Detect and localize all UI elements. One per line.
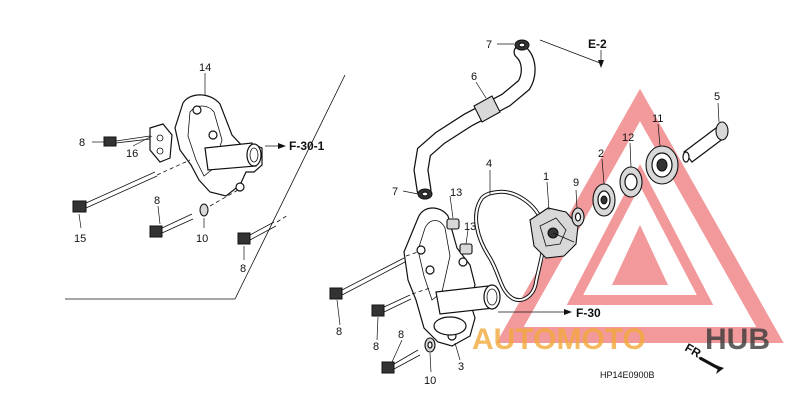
callout-10: 10 xyxy=(196,233,208,245)
svg-text:AUTOMOTO: AUTOMOTO xyxy=(472,323,646,356)
water-pump-cover-3 xyxy=(403,207,501,347)
hose-clamp-7-bottom xyxy=(417,188,433,200)
callout-2: 2 xyxy=(598,148,604,160)
callout-8: 8 xyxy=(240,263,246,275)
pump-shaft-5 xyxy=(682,121,729,163)
callout-8: 8 xyxy=(336,326,342,338)
callout-10: 10 xyxy=(424,375,436,387)
callout-9: 9 xyxy=(573,177,579,189)
callout-6: 6 xyxy=(471,71,477,83)
o-ring-gasket-4 xyxy=(474,189,547,302)
callout-13: 13 xyxy=(450,187,462,199)
watermark-text: AUTOMOTO HUB xyxy=(472,323,770,356)
bolt-15-long xyxy=(72,171,158,213)
diagram-code: HP14E0900B xyxy=(600,370,655,380)
bolt-8-lower-3 xyxy=(381,349,421,374)
bolt-8-lower-left xyxy=(237,221,277,245)
callout-1: 1 xyxy=(543,171,549,183)
callout-8: 8 xyxy=(154,195,160,207)
impeller-1 xyxy=(529,207,579,259)
upper-cover-assembly xyxy=(72,94,289,245)
callout-16: 16 xyxy=(126,148,138,160)
callout-7: 7 xyxy=(392,186,398,198)
mechanical-seal-2 xyxy=(592,183,616,217)
bearing-11 xyxy=(645,145,679,185)
callout-7: 7 xyxy=(486,39,492,51)
svg-text:HUB: HUB xyxy=(705,323,770,356)
hose-clamp-7-top xyxy=(514,39,530,51)
group-border xyxy=(65,74,346,300)
callout-14: 14 xyxy=(199,62,211,74)
callout-numbers: 14 8 16 8 10 15 8 7 6 7 13 13 4 1 9 2 12… xyxy=(74,39,720,387)
callout-5: 5 xyxy=(714,91,720,103)
washer-9 xyxy=(571,207,585,227)
bolt-8-lower-1 xyxy=(329,257,406,300)
callout-8: 8 xyxy=(373,341,379,353)
bolt-8-lower-2 xyxy=(371,294,412,317)
leader-lines xyxy=(78,39,720,373)
washer-10-lower xyxy=(424,337,436,353)
dowel-pin-13-b xyxy=(459,243,473,255)
callout-3: 3 xyxy=(458,361,464,373)
reference-e2: E-2 xyxy=(588,37,607,51)
dowel-pin-13-a xyxy=(446,218,460,230)
callout-12: 12 xyxy=(622,132,634,144)
coolant-hose-6 xyxy=(413,39,536,200)
callout-13: 13 xyxy=(464,221,476,233)
callout-4: 4 xyxy=(486,158,492,170)
callout-11: 11 xyxy=(652,113,663,125)
callout-8: 8 xyxy=(79,137,85,149)
oil-seal-12 xyxy=(619,166,643,198)
bolt-8-mid xyxy=(149,203,209,238)
reference-f30: F-30 xyxy=(576,306,601,320)
reference-f30-1: F-30-1 xyxy=(289,139,325,153)
callout-15: 15 xyxy=(74,233,86,245)
callout-8: 8 xyxy=(398,329,404,341)
